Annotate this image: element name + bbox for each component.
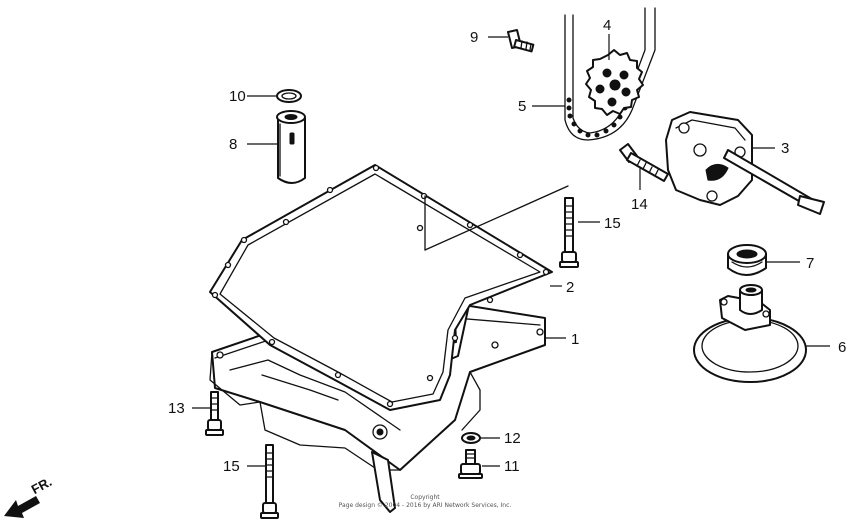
leader-lines [192,34,830,467]
drain-bolt-11[interactable] [458,449,483,479]
copyright-text: Page design © 2004 - 2016 by ARI Network… [338,502,512,509]
callout-15-lower[interactable]: 15 [223,458,240,475]
callout-2[interactable]: 2 [566,279,574,296]
callout-3[interactable]: 3 [781,140,789,157]
callout-9[interactable]: 9 [470,29,478,46]
callout-10[interactable]: 10 [229,88,246,105]
washer-12[interactable] [461,432,481,444]
front-arrow-icon [4,496,40,518]
bolt-15-lower[interactable] [260,444,279,519]
oil-strainer-6[interactable] [693,284,807,383]
bolt-13[interactable] [205,391,224,436]
sprocket-4[interactable] [585,49,644,116]
callout-15-upper[interactable]: 15 [604,215,621,232]
callout-5[interactable]: 5 [518,98,526,115]
o-ring-10[interactable] [276,89,302,103]
copyright-title: Copyright [410,494,440,501]
callout-numbers: 10 8 9 4 5 3 14 15 7 2 1 6 13 12 11 15 [168,17,846,475]
callout-12[interactable]: 12 [504,430,521,447]
oil-pump-3[interactable] [665,111,825,215]
bolt-14[interactable] [619,143,669,182]
seal-7[interactable] [727,244,767,276]
callout-6[interactable]: 6 [838,339,846,356]
alignment-lines [424,185,569,251]
callout-14[interactable]: 14 [631,196,648,213]
callout-7[interactable]: 7 [806,255,814,272]
copyright-notice: Copyright Page design © 2004 - 2016 by A… [330,494,520,510]
callout-4[interactable]: 4 [603,17,611,34]
oil-pan-gasket[interactable] [209,164,553,411]
callout-11[interactable]: 11 [504,458,520,475]
collar-8[interactable] [276,110,306,184]
callout-1[interactable]: 1 [571,331,579,348]
bolt-15-upper[interactable] [559,197,579,268]
callout-13[interactable]: 13 [168,400,185,417]
bolt-9[interactable] [507,29,535,53]
callout-8[interactable]: 8 [229,136,237,153]
